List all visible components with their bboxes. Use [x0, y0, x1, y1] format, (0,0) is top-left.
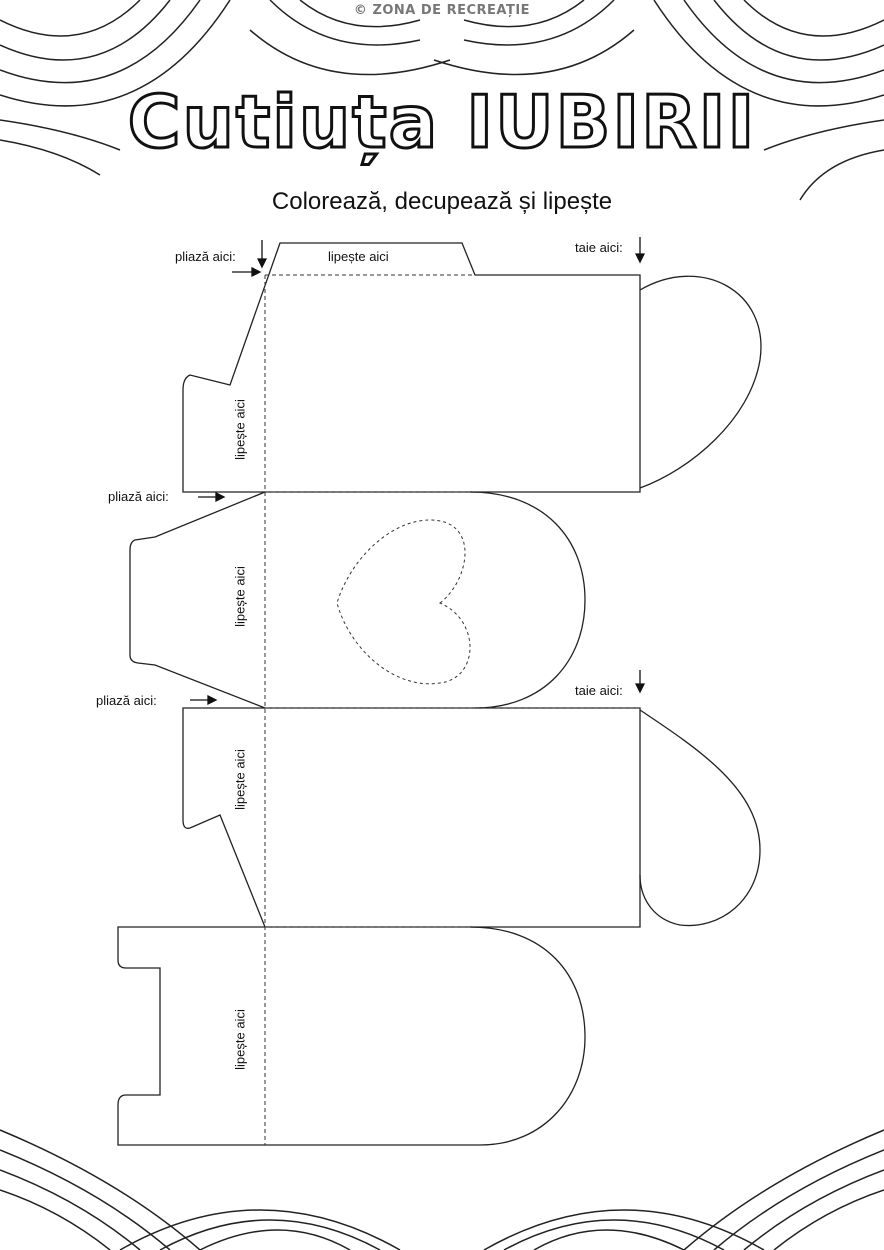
glue-here-label: lipește aici: [328, 249, 389, 264]
decorative-corner-top-right: [433, 0, 884, 201]
glue-here-label: lipește aici: [232, 566, 248, 627]
decorative-corner-bottom-left: [0, 1129, 401, 1250]
cut-lines: [117, 242, 762, 1146]
glue-here-label: lipește aici: [232, 749, 248, 810]
decorative-corner-bottom-right: [483, 1129, 884, 1250]
glue-here-label: lipește aici: [232, 399, 248, 460]
glue-here-label: lipește aici: [232, 1009, 248, 1070]
cut-here-label: taie aici:: [575, 683, 623, 698]
page-subtitle: Colorează, decupează și lipește: [271, 188, 613, 215]
page-title: Cutiuța IUBIRII: [126, 79, 757, 166]
fold-here-label: pliază aici:: [96, 693, 157, 708]
decorative-corner-top-left: [0, 0, 451, 176]
copyright-notice: © ZONA DE RECREAȚIE: [353, 3, 531, 18]
fold-lines: [264, 274, 640, 1145]
heart-outline: [336, 519, 471, 685]
fold-here-label: pliază aici:: [175, 249, 236, 264]
cut-here-label: taie aici:: [575, 240, 623, 255]
arrows: [190, 237, 646, 706]
fold-here-label: pliază aici:: [108, 489, 169, 504]
